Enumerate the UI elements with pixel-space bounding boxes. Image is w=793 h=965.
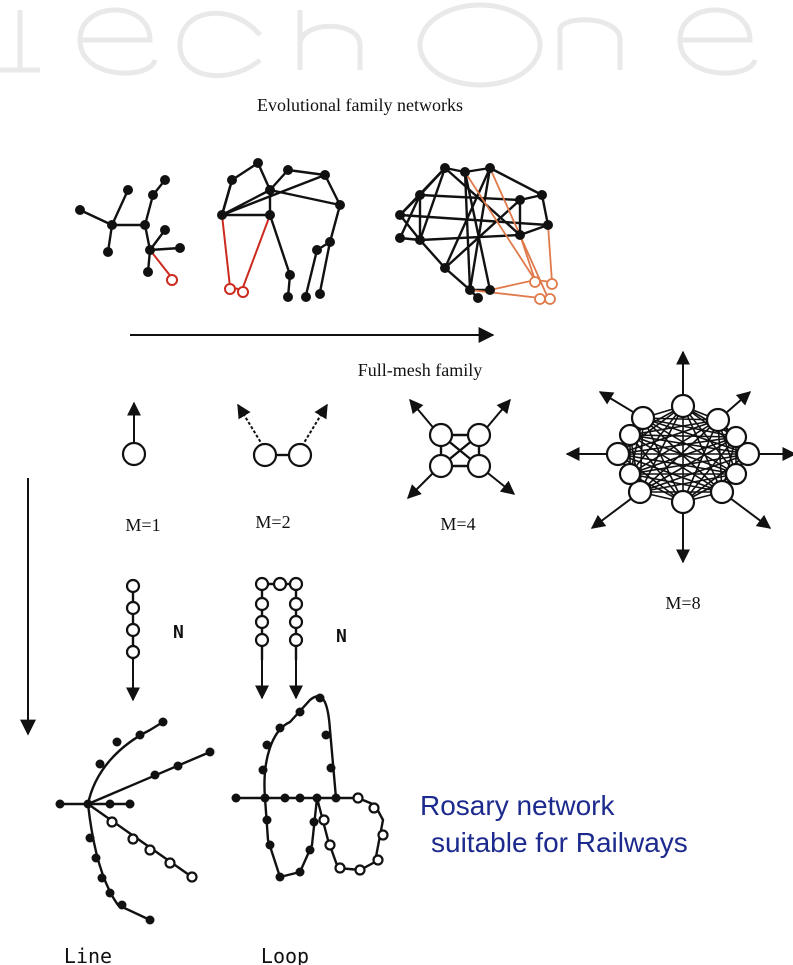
mesh-m8-edge (629, 436, 737, 475)
tree-network (75, 175, 185, 286)
loop-rosary-network (231, 693, 389, 882)
mesh-m8-edge (639, 473, 737, 493)
chain-single-n-label: N (173, 622, 184, 643)
mesh-m8-edge (629, 434, 684, 503)
mesh-m8-label: M=8 (665, 593, 700, 613)
mesh-m8-graph (565, 350, 793, 564)
mesh-m8-edge (642, 417, 737, 475)
mesh-m1-label: M=1 (125, 515, 160, 535)
mesh-m8-edge (642, 417, 737, 438)
mesh-m8-edge (642, 417, 684, 503)
mesh-network-dense (395, 163, 558, 305)
full-mesh-label: Full-mesh family (358, 360, 483, 380)
mesh-m8-edge (629, 419, 719, 436)
loop-label: Loop (261, 944, 309, 965)
mesh-m8-edge (639, 436, 737, 493)
mesh-m8-edge (629, 434, 737, 475)
line-rosary-network (55, 717, 215, 925)
mesh-m2-label: M=2 (255, 512, 290, 532)
mesh-m8-edge (639, 417, 644, 493)
chain-double (254, 576, 304, 700)
mesh-m8-edge (617, 453, 684, 503)
rosary-caption-line2: suitable for Railways (431, 827, 688, 858)
mesh-m4-label: M=4 (440, 514, 475, 534)
chain-double-n-label: N (336, 626, 347, 647)
mesh-m8-edge (617, 453, 737, 475)
mesh-m8-edge (617, 436, 737, 455)
mesh-m4-graph (407, 398, 516, 499)
mesh-m8-edge (629, 434, 737, 438)
diagram-title: Evolutional family networks (257, 95, 463, 115)
mesh-m1-graph (121, 401, 147, 467)
mesh-m8-edge (642, 417, 719, 421)
chain-single (125, 578, 141, 702)
line-label: Line (64, 944, 112, 965)
watermark-logo (0, 2, 758, 88)
mesh-network-medium (217, 158, 345, 302)
mesh-m8-edge (617, 419, 719, 455)
mesh-m2-graph (237, 403, 328, 468)
rosary-caption-line1: Rosary network (420, 790, 616, 821)
